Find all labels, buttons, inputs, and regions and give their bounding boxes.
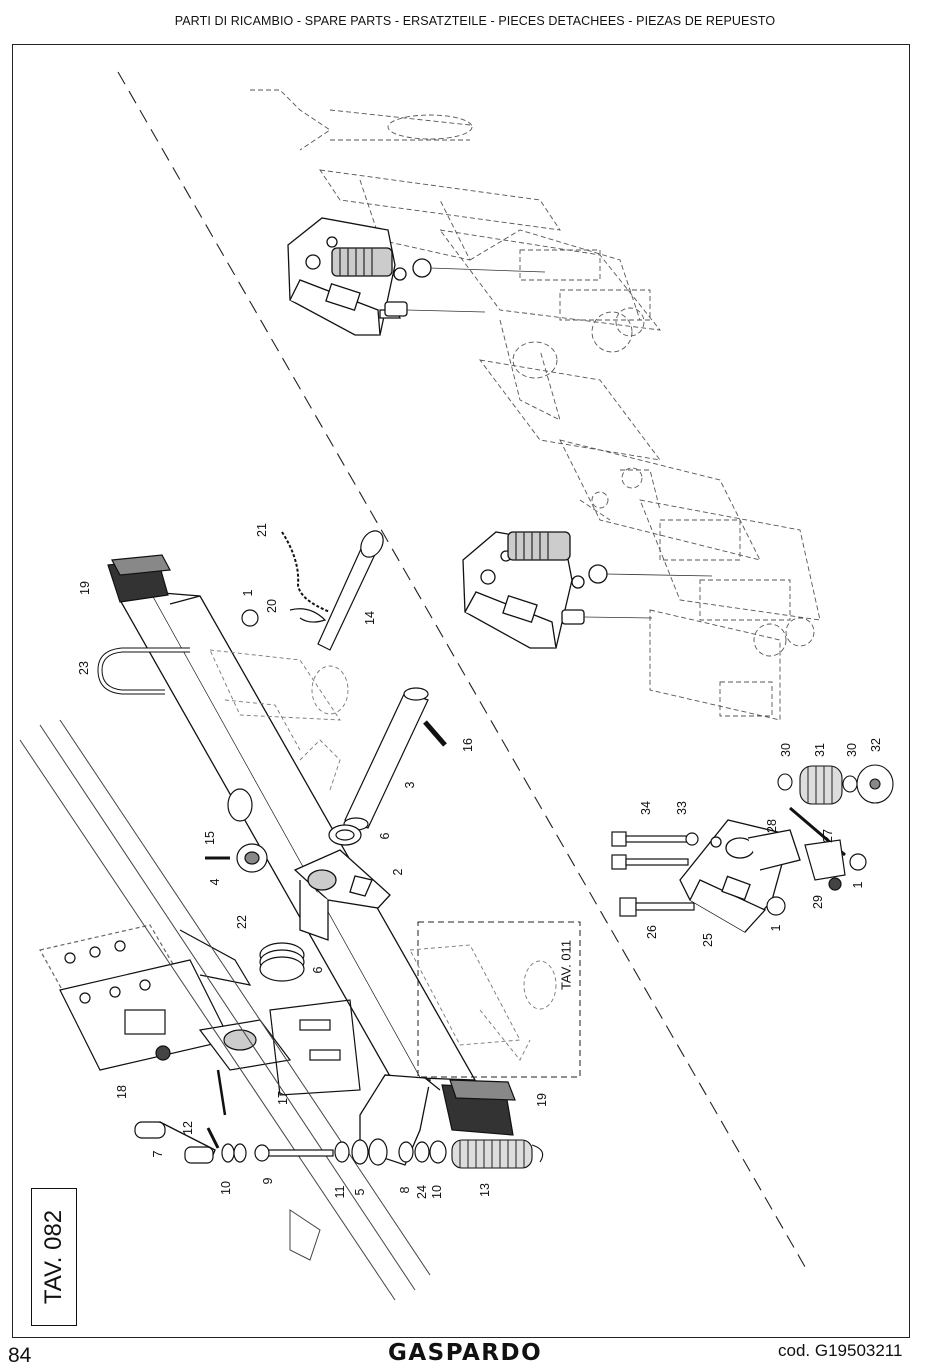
page-number: 84 <box>8 1344 32 1367</box>
upper-flange-assembly <box>287 217 432 336</box>
washer-row <box>334 1138 447 1166</box>
middle-leaders <box>583 573 713 619</box>
middle-flange-assembly <box>462 531 608 649</box>
end-cap-upper <box>107 554 171 603</box>
end-cap-lower <box>441 1079 516 1136</box>
callout-1b: 1 <box>851 881 865 889</box>
callout-8: 8 <box>398 1186 412 1194</box>
callout-29: 29 <box>811 895 825 909</box>
callout-22: 22 <box>235 915 249 929</box>
phantom-frame-assembly <box>250 89 821 721</box>
table-label-box: TAV. 082 <box>31 1188 77 1326</box>
callout-3: 3 <box>403 781 417 789</box>
sub-table-box <box>417 921 581 1078</box>
callout-31: 31 <box>813 743 827 757</box>
beam-phantom-bracket <box>209 649 349 791</box>
hitch-plates <box>39 924 361 1116</box>
callout-30a: 30 <box>779 743 793 757</box>
upper-leaders <box>406 267 546 313</box>
flange-plate <box>293 849 391 941</box>
callout-19b: 19 <box>535 1093 549 1107</box>
exploded-parts-diagram <box>19 71 894 1301</box>
pin-with-chain <box>241 530 384 651</box>
callout-32: 32 <box>869 738 883 752</box>
callout-27: 27 <box>821 829 835 843</box>
bushings <box>205 788 362 982</box>
callout-16: 16 <box>461 738 475 752</box>
callout-4: 4 <box>208 878 222 886</box>
callout-13: 13 <box>478 1183 492 1197</box>
callout-28: 28 <box>765 819 779 833</box>
callout-25: 25 <box>701 933 715 947</box>
callout-1c: 1 <box>769 924 783 932</box>
callout-30b: 30 <box>845 743 859 757</box>
callout-10a: 10 <box>219 1181 233 1195</box>
callout-7: 7 <box>151 1150 165 1158</box>
main-pin <box>343 687 447 831</box>
callout-18: 18 <box>115 1085 129 1099</box>
drawing-frame <box>12 44 910 1338</box>
callout-12: 12 <box>181 1121 195 1135</box>
bolts-detail <box>611 831 699 917</box>
tension-spring <box>451 1139 544 1169</box>
callout-15: 15 <box>203 831 217 845</box>
callout-2: 2 <box>391 868 405 876</box>
callout-5: 5 <box>353 1188 367 1196</box>
callout-9: 9 <box>261 1177 275 1185</box>
callout-11: 11 <box>333 1185 347 1199</box>
callout-10b: 10 <box>430 1185 444 1199</box>
callout-20: 20 <box>265 599 279 613</box>
callout-23: 23 <box>77 661 91 675</box>
table-label: TAV. 082 <box>40 1209 67 1305</box>
sub-table-phantom <box>409 944 557 1061</box>
callout-17: 17 <box>276 1091 290 1105</box>
callout-34: 34 <box>639 801 653 815</box>
crank-rod <box>134 1121 334 1164</box>
callout-19a: 19 <box>78 581 92 595</box>
callout-6b: 6 <box>311 966 325 974</box>
callout-14: 14 <box>363 611 377 625</box>
spring-bracket-plate <box>679 819 801 933</box>
center-axis-line <box>117 71 809 1273</box>
callout-33: 33 <box>675 801 689 815</box>
callout-24: 24 <box>415 1185 429 1199</box>
document-code: cod. G19503211 <box>778 1341 903 1360</box>
callout-6a: 6 <box>378 832 392 840</box>
sub-table-label: TAV. 011 <box>558 939 574 991</box>
compression-spring <box>777 764 894 805</box>
rail-lines <box>19 719 431 1301</box>
clamp-detail <box>766 806 867 916</box>
brand-logo: GASPARDO <box>388 1340 543 1366</box>
callout-1a: 1 <box>241 589 255 597</box>
callout-21: 21 <box>255 523 269 537</box>
callout-26: 26 <box>645 925 659 939</box>
page-header: PARTI DI RICAMBIO - SPARE PARTS - ERSATZ… <box>174 14 776 28</box>
